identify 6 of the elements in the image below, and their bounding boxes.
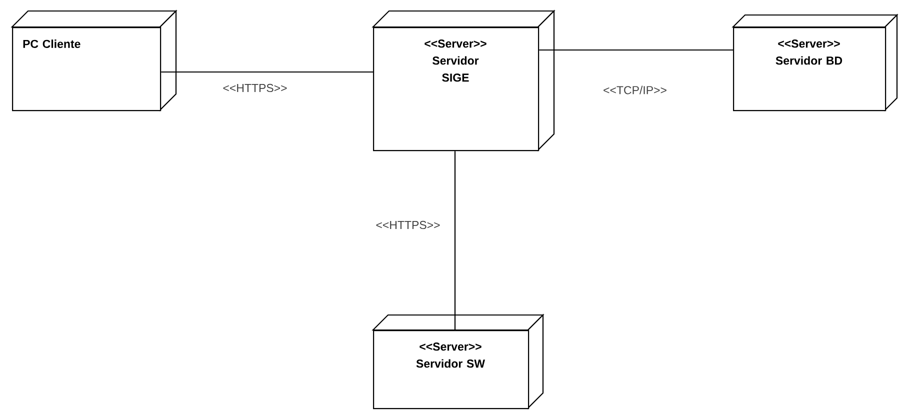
- edge-label: <<HTTPS>>: [374, 220, 442, 230]
- connector-line: [454, 151, 456, 330]
- edge-label: <<HTTPS>>: [222, 82, 288, 94]
- edge-label: <<TCP/IP>>: [602, 84, 668, 96]
- connector-line: [539, 49, 733, 51]
- connector-line: [161, 71, 373, 73]
